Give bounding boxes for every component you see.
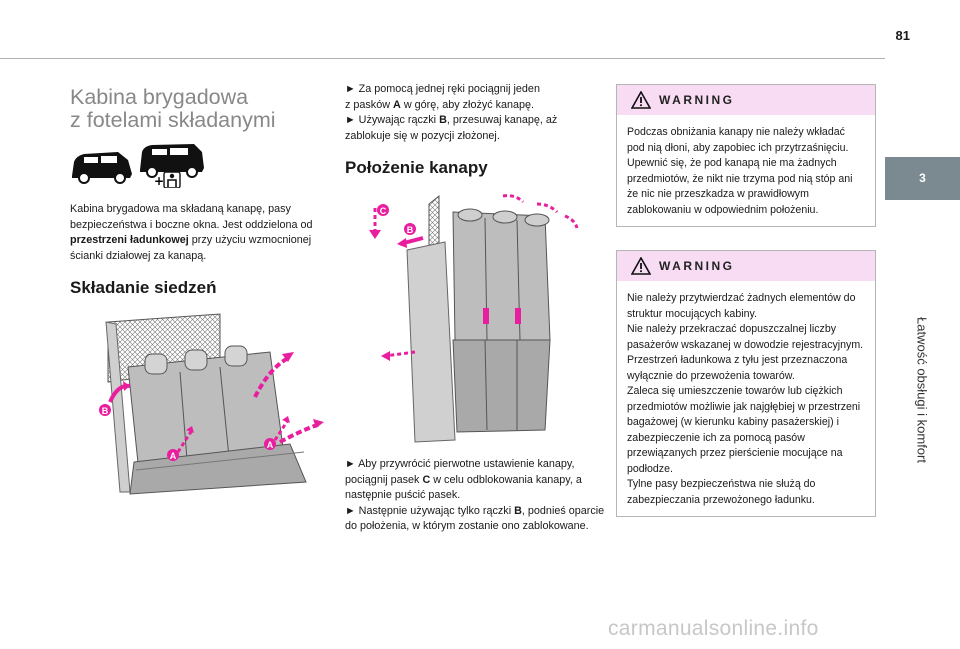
warning-label-1: WARNING	[659, 93, 735, 107]
fig2-label-c: C	[380, 206, 387, 216]
step-2-bold: B	[439, 114, 447, 127]
column-2: ► Za pomocą jednej ręki pociągnij jeden z…	[345, 82, 605, 535]
step-1-text: ► Za pomocą jednej ręki pociągnij jeden	[345, 83, 540, 95]
page-number: 81	[895, 28, 910, 43]
warning-body-2: Nie należy przytwierdzać żadnych element…	[617, 281, 875, 516]
svg-text:+: +	[154, 174, 164, 188]
section-title-folding: Składanie siedzeń	[70, 278, 217, 298]
step-4-text: ► Następnie używając tylko rączki	[345, 504, 515, 517]
warning-box-2: WARNING Nie należy przytwierdzać żadnych…	[616, 250, 876, 517]
step-2-text-2: , przesuwaj kanapę, aż zablokuje się w p…	[345, 114, 558, 142]
top-divider	[0, 58, 885, 59]
warning1-text-2: Upewnić się, że pod kanapą nie ma żadnyc…	[627, 157, 853, 216]
step-1-text-3: w górę, aby złożyć kanapę.	[400, 98, 535, 111]
warning2-text-5: Tylne pasy bezpieczeństwa nie służą do z…	[627, 478, 816, 506]
step-3-text-2: w celu odblokowania kanapy, a następnie …	[345, 473, 582, 502]
fig1-label-b: B	[102, 406, 109, 416]
warning-triangle-icon	[631, 257, 651, 275]
step-3-bold: C	[422, 473, 431, 486]
warning-label-2: WARNING	[659, 259, 735, 273]
page-title-line2: z fotelami składanymi	[70, 108, 276, 132]
intro-paragraph: Kabina brygadowa ma składaną kanapę, pas…	[70, 202, 328, 264]
chapter-title: Łatwość obsługi i komfort	[914, 317, 930, 463]
warning2-text-4: Zaleca się umieszczenie towarów lub cięż…	[627, 385, 861, 475]
section-title-position: Położenie kanapy	[345, 158, 488, 178]
step-3-text: ► Aby przywrócić pierwotne ustawienie ka…	[345, 457, 575, 486]
intro-bold-cargo: przestrzeni ładunkowej	[70, 234, 189, 247]
warning2-text-3: Przestrzeń ładunkowa z tyłu jest przezna…	[627, 354, 848, 382]
step-4-bold: B	[514, 504, 522, 517]
chapter-tab[interactable]: 3	[885, 157, 960, 200]
warning1-text-1: Podczas obniżania kanapy nie należy wkła…	[627, 126, 849, 154]
intro-text-2: przy użyciu wzmocnionej ścianki działowe…	[70, 234, 312, 262]
warning-box-1: WARNING Podczas obniżania kanapy nie nal…	[616, 84, 876, 227]
warning-triangle-icon	[631, 91, 651, 109]
step-1-bold: A	[393, 98, 401, 111]
plus-seat-icon: +	[154, 171, 181, 188]
warning2-text-1: Nie należy przytwierdzać żadnych element…	[627, 292, 856, 320]
step-1: ► Za pomocą jednej ręki pociągnij jeden z…	[345, 82, 605, 113]
watermark: carmanualsonline.info	[608, 617, 819, 640]
warning-body-1: Podczas obniżania kanapy nie należy wkła…	[617, 115, 875, 226]
seat-position-illustration: C B	[369, 194, 579, 443]
chapter-sidebar: 3 Łatwość obsługi i komfort	[885, 58, 960, 649]
warning2-text-2: Nie należy przekraczać dopuszczalnej lic…	[627, 323, 864, 351]
step-1-text-2: z pasków	[345, 98, 394, 111]
page-title: Kabina brygadowa z fotelami składanymi	[70, 86, 328, 132]
intro-text-1: Kabina brygadowa ma składaną kanapę, pas…	[70, 203, 313, 231]
small-van-icon	[72, 152, 132, 184]
warning-header-1: WARNING	[617, 85, 875, 115]
folding-seat-illustration: B A A	[99, 313, 324, 495]
fig1-label-a2: A	[267, 440, 274, 450]
column-1: Kabina brygadowa z fotelami składanymi +	[70, 82, 328, 497]
step-3: ► Aby przywrócić pierwotne ustawienie ka…	[345, 457, 605, 504]
large-van-icon	[140, 144, 204, 178]
fig1-label-a1: A	[170, 451, 177, 461]
step-2-text: ► Używając rączki	[345, 114, 440, 127]
fig2-label-b: B	[407, 225, 414, 235]
warning-header-2: WARNING	[617, 251, 875, 281]
vehicle-icons: +	[70, 142, 328, 188]
step-4: ► Następnie używając tylko rączki B, pod…	[345, 504, 605, 535]
step-2: ► Używając rączki B, przesuwaj kanapę, a…	[345, 113, 605, 144]
page-title-line1: Kabina brygadowa	[70, 85, 249, 109]
van-icons-graphic: +	[72, 144, 204, 188]
step-4-text-2: , podnieś oparcie do położenia, w którym…	[345, 504, 605, 533]
